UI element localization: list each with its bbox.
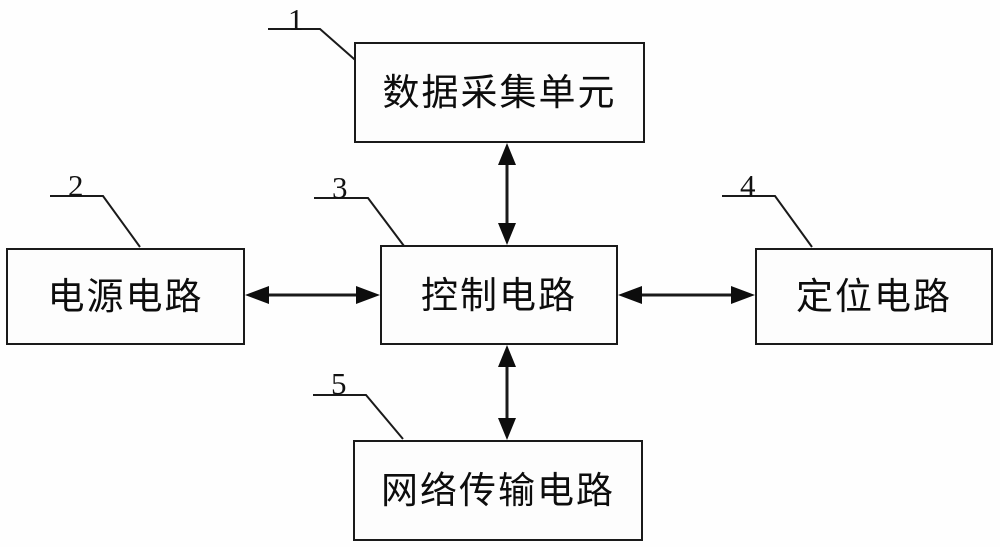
leader-line-5 bbox=[313, 394, 404, 440]
reference-number-1: 1 bbox=[288, 2, 304, 37]
leader-line-2 bbox=[50, 195, 141, 248]
reference-number-2: 2 bbox=[68, 168, 84, 203]
leader-line-3 bbox=[314, 197, 405, 247]
leader-line-1 bbox=[268, 28, 371, 74]
block-positioning-circuit[interactable]: 定位电路 bbox=[755, 248, 993, 345]
block-power-circuit[interactable]: 电源电路 bbox=[6, 248, 245, 345]
arrowhead-left bbox=[618, 286, 642, 304]
connector-control-positioning bbox=[618, 286, 755, 304]
block-label-control-circuit: 控制电路 bbox=[421, 273, 577, 317]
block-label-power-circuit: 电源电路 bbox=[47, 275, 204, 318]
arrowhead-right bbox=[731, 286, 755, 304]
block-network-transmission-circuit[interactable]: 网络传输电路 bbox=[353, 440, 643, 541]
connector-power-control bbox=[245, 286, 380, 304]
arrowhead-left bbox=[245, 286, 269, 304]
reference-number-4: 4 bbox=[740, 168, 756, 203]
block-label-data-acquisition-unit: 数据采集单元 bbox=[382, 71, 617, 114]
block-label-network-transmission-circuit: 网络传输电路 bbox=[381, 469, 615, 512]
leader-line-4 bbox=[722, 195, 813, 248]
leader-line-group bbox=[50, 28, 813, 440]
arrowhead-up bbox=[498, 143, 516, 165]
arrowhead-down bbox=[498, 418, 516, 440]
arrowhead-up bbox=[498, 345, 516, 367]
arrowhead-right bbox=[356, 286, 380, 304]
block-control-circuit[interactable]: 控制电路 bbox=[380, 245, 618, 345]
block-label-positioning-circuit: 定位电路 bbox=[796, 275, 952, 318]
block-data-acquisition-unit[interactable]: 数据采集单元 bbox=[354, 42, 645, 143]
reference-number-3: 3 bbox=[332, 170, 348, 205]
connector-control-network bbox=[498, 345, 516, 440]
arrowhead-down bbox=[498, 223, 516, 245]
connector-control-data-acquisition bbox=[498, 143, 516, 245]
reference-number-5: 5 bbox=[331, 366, 347, 401]
